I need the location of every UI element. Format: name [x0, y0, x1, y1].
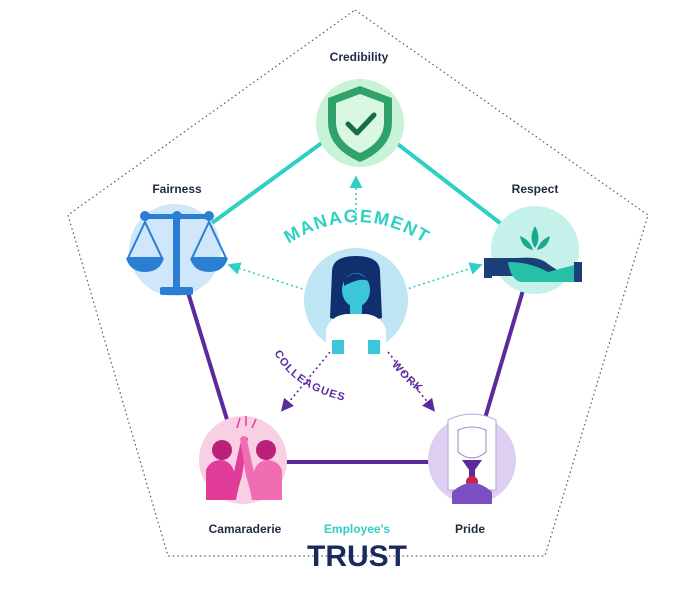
node-fairness: [126, 204, 228, 296]
high-five-icon: [206, 416, 282, 500]
work-label: WORK: [389, 359, 425, 395]
fairness-label: Fairness: [152, 182, 202, 196]
management-label: MANAGEMENT: [280, 206, 433, 247]
employees-subtitle: Employee's: [324, 522, 391, 536]
arrow-to-fairness: [227, 262, 313, 293]
arrow-to-respect: [403, 262, 483, 291]
scales-icon: [126, 211, 228, 295]
node-credibility: [316, 79, 404, 167]
respect-label: Respect: [512, 182, 559, 196]
arrow-to-camaraderie: [280, 351, 331, 412]
node-pride: [428, 413, 516, 504]
camaraderie-label: Camaraderie: [209, 522, 282, 536]
person-icon: [326, 256, 386, 354]
node-respect: [484, 206, 582, 294]
shield-check-icon: [328, 86, 392, 162]
handshake-lotus-icon: [484, 226, 582, 282]
credibility-label: Credibility: [330, 50, 389, 64]
arrow-to-pride: [387, 351, 435, 412]
node-camaraderie: [199, 416, 287, 504]
medal-person-icon: [447, 413, 497, 504]
node-center: [304, 248, 408, 354]
trust-title: TRUST: [307, 540, 407, 573]
pride-label: Pride: [455, 522, 485, 536]
pentagon-outline: [67, 9, 649, 557]
